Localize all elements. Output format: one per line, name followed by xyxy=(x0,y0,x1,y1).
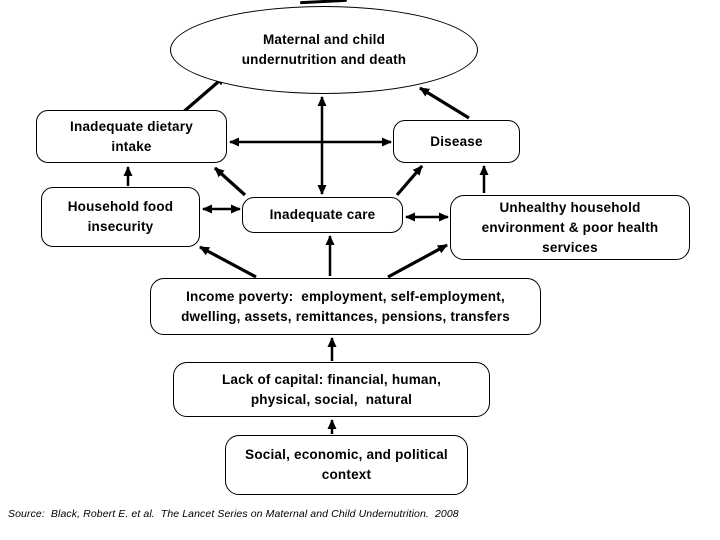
node-income-poverty: Income poverty: employment, self-employm… xyxy=(150,278,541,335)
node-text-line: undernutrition and death xyxy=(241,52,407,67)
node-text-line: insecurity xyxy=(87,219,154,234)
node-unhealthy-household-environment: Unhealthy household environment & poor h… xyxy=(450,195,690,260)
node-inadequate-dietary-intake: Inadequate dietary intake xyxy=(36,110,227,163)
node-text-line: Disease xyxy=(430,133,483,149)
node-lack-of-capital: Lack of capital: financial, human, physi… xyxy=(173,362,490,417)
node-text-line: Social, economic, and political xyxy=(245,447,448,462)
node-social-economic-political-context: Social, economic, and political context xyxy=(225,435,468,495)
node-text-line: services xyxy=(542,239,598,255)
node-maternal-child-undernutrition: Maternal and child undernutrition and de… xyxy=(170,6,478,94)
node-text-line: context xyxy=(321,467,372,482)
node-text-line: environment & poor health xyxy=(481,219,659,235)
arrow-care-to-disease xyxy=(395,164,424,197)
node-household-food-insecurity: Household food insecurity xyxy=(41,187,200,247)
node-inadequate-care: Inadequate care xyxy=(242,197,403,233)
node-text-line: Maternal and child xyxy=(262,32,386,47)
node-text-line: intake xyxy=(111,138,152,154)
node-text-line: Income poverty: employment, self-employm… xyxy=(186,288,505,304)
node-text-line: Household food xyxy=(67,199,174,214)
arrow-income-to-unhealthy xyxy=(387,243,448,279)
arrow-income-to-household xyxy=(199,245,257,279)
node-text-line: Inadequate dietary xyxy=(70,118,193,134)
node-disease: Disease xyxy=(393,120,520,163)
node-text-line: Unhealthy household xyxy=(499,199,641,215)
node-text-line: dwelling, assets, remittances, pensions,… xyxy=(181,308,510,324)
arrow-dietary-to-undernutrition xyxy=(179,74,227,116)
arrow-care-to-dietary xyxy=(213,166,247,197)
node-text-line: Lack of capital: financial, human, xyxy=(221,371,442,387)
node-text-line: physical, social, natural xyxy=(250,391,413,407)
node-text-line: Inadequate care xyxy=(269,207,376,222)
source-citation: Source: Black, Robert E. et al. The Lanc… xyxy=(8,508,459,520)
arrow-disease-to-undernutrition xyxy=(419,86,470,120)
